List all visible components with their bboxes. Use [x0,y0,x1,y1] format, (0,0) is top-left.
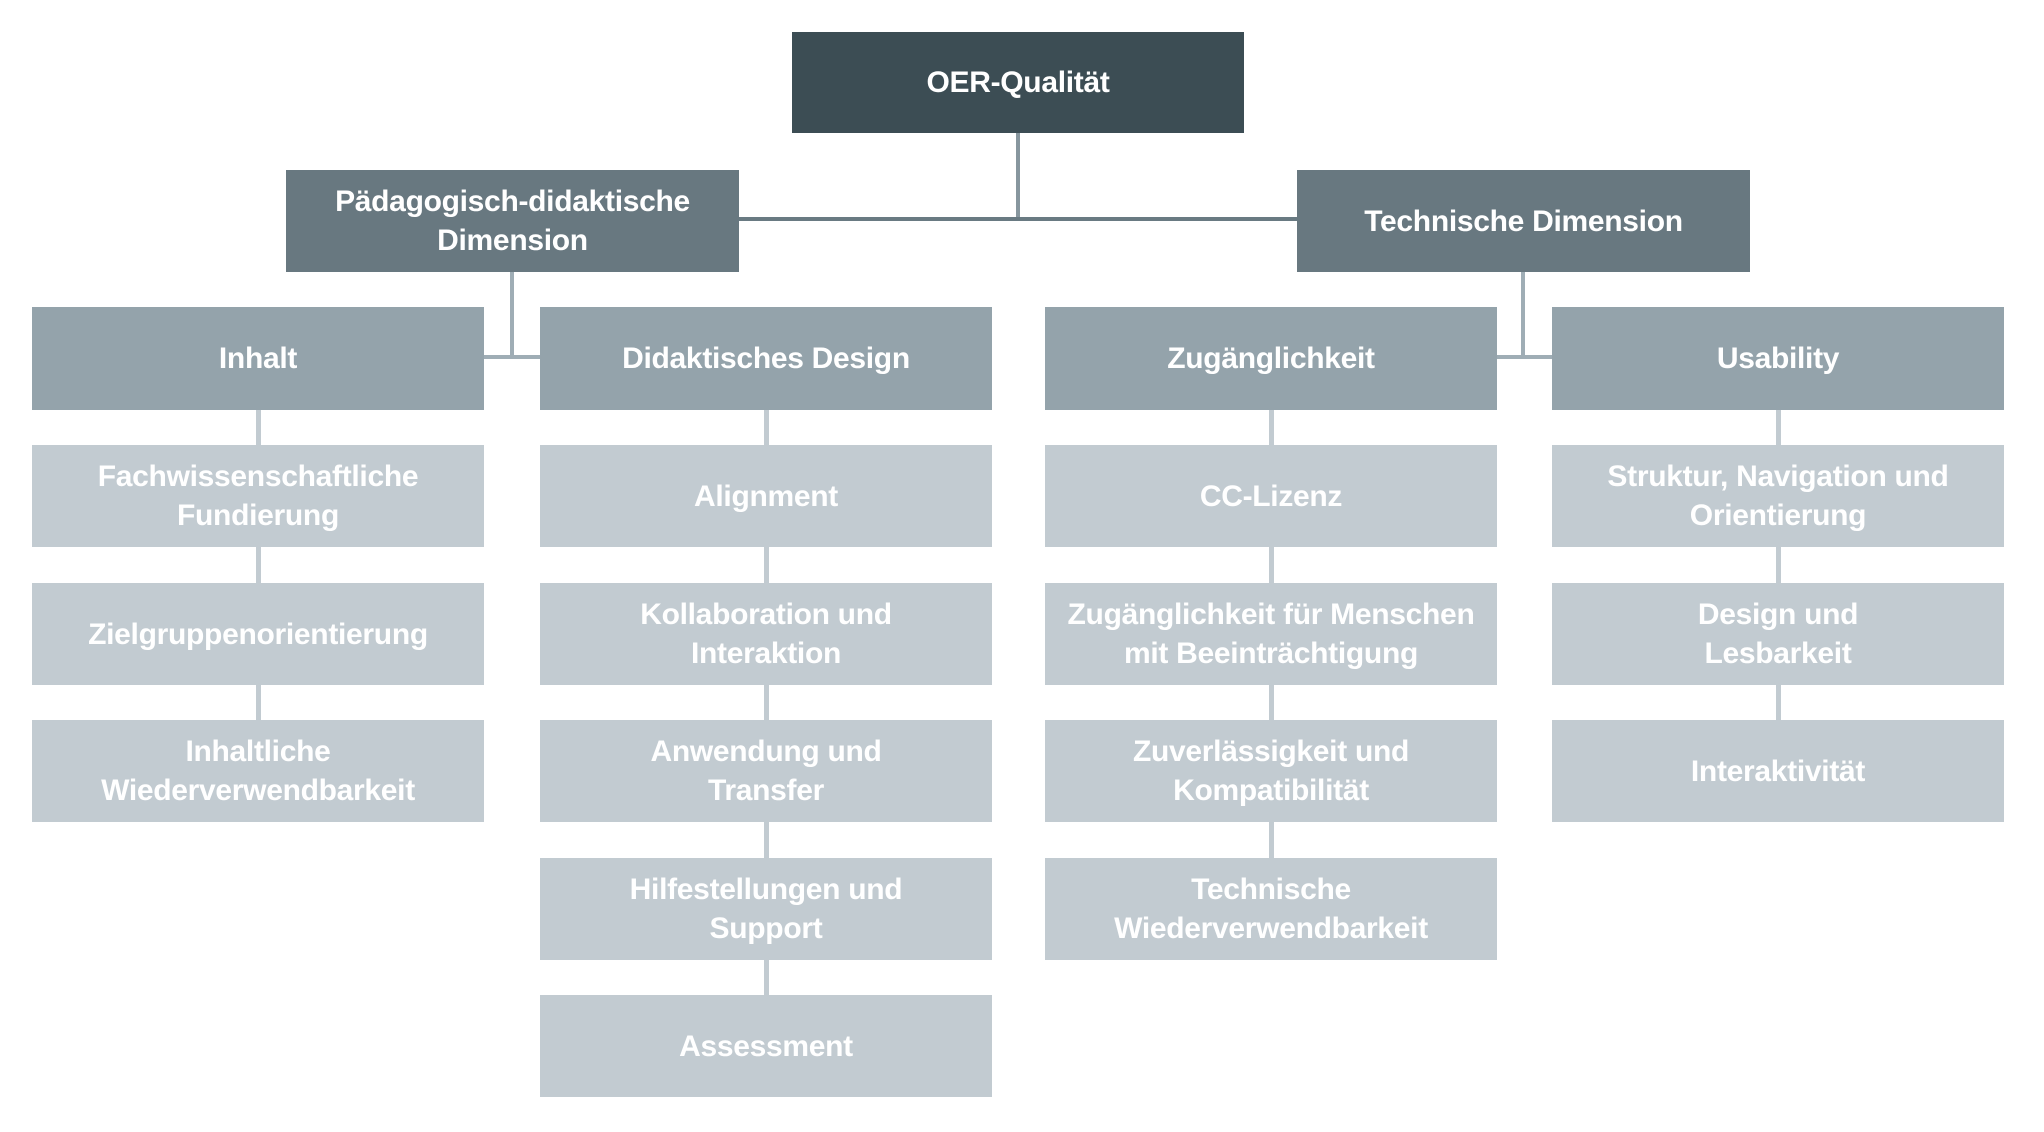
connector-col3-header-item1 [1269,410,1274,445]
item-alignment: Alignment [540,445,992,547]
connector-col2-header-item1 [764,410,769,445]
item-fachwissenschaftliche-fundierung: Fachwissenschaftliche Fundierung [32,445,484,547]
connector-dim2-vertical [1521,272,1525,359]
column-header-zugaenglichkeit: Zugänglichkeit [1045,307,1497,410]
item-anwendung-transfer: Anwendung und Transfer [540,720,992,822]
item-kollaboration-interaktion: Kollaboration und Interaktion [540,583,992,685]
column-header-inhalt: Inhalt [32,307,484,410]
connector-dim1-arm [484,355,540,359]
column-header-usability: Usability [1552,307,2004,410]
connector-col2-item4-item5 [764,960,769,995]
connector-dim1-vertical [510,272,514,359]
column-header-didaktisches-design: Didaktisches Design [540,307,992,410]
connector-col4-item1-item2 [1776,547,1781,583]
item-assessment: Assessment [540,995,992,1097]
item-interaktivitaet: Interaktivität [1552,720,2004,822]
root-box-oer-qualitaet: OER-Qualität [792,32,1244,133]
connector-col2-item2-item3 [764,685,769,720]
connector-col3-item3-item4 [1269,822,1274,858]
item-hilfestellungen-support: Hilfestellungen und Support [540,858,992,960]
item-zugaenglichkeit-menschen-beeintraechtigung: Zugänglichkeit für Menschen mit Beeinträ… [1045,583,1497,685]
item-zuverlaessigkeit-kompatibilitaet: Zuverlässigkeit und Kompatibilität [1045,720,1497,822]
connector-root-vertical [1016,133,1020,221]
connector-col1-item2-item3 [256,685,261,720]
item-design-lesbarkeit: Design und Lesbarkeit [1552,583,2004,685]
dimension-box-technisch: Technische Dimension [1297,170,1750,272]
item-inhaltliche-wiederverwendbarkeit: Inhaltliche Wiederverwendbarkeit [32,720,484,822]
item-technische-wiederverwendbarkeit: Technische Wiederverwendbarkeit [1045,858,1497,960]
connector-col2-item3-item4 [764,822,769,858]
item-struktur-navigation-orientierung: Struktur, Navigation und Orientierung [1552,445,2004,547]
connector-dim2-arm [1497,355,1552,359]
connector-col2-item1-item2 [764,547,769,583]
connector-level1-horizontal [739,217,1297,221]
connector-col1-header-item1 [256,410,261,445]
connector-col4-item2-item3 [1776,685,1781,720]
item-cc-lizenz: CC-Lizenz [1045,445,1497,547]
connector-col1-item1-item2 [256,547,261,583]
connector-col3-item1-item2 [1269,547,1274,583]
connector-col3-item2-item3 [1269,685,1274,720]
connector-col4-header-item1 [1776,410,1781,445]
dimension-box-paedagogisch-didaktisch: Pädagogisch-didaktische Dimension [286,170,739,272]
item-zielgruppenorientierung: Zielgruppenorientierung [32,583,484,685]
